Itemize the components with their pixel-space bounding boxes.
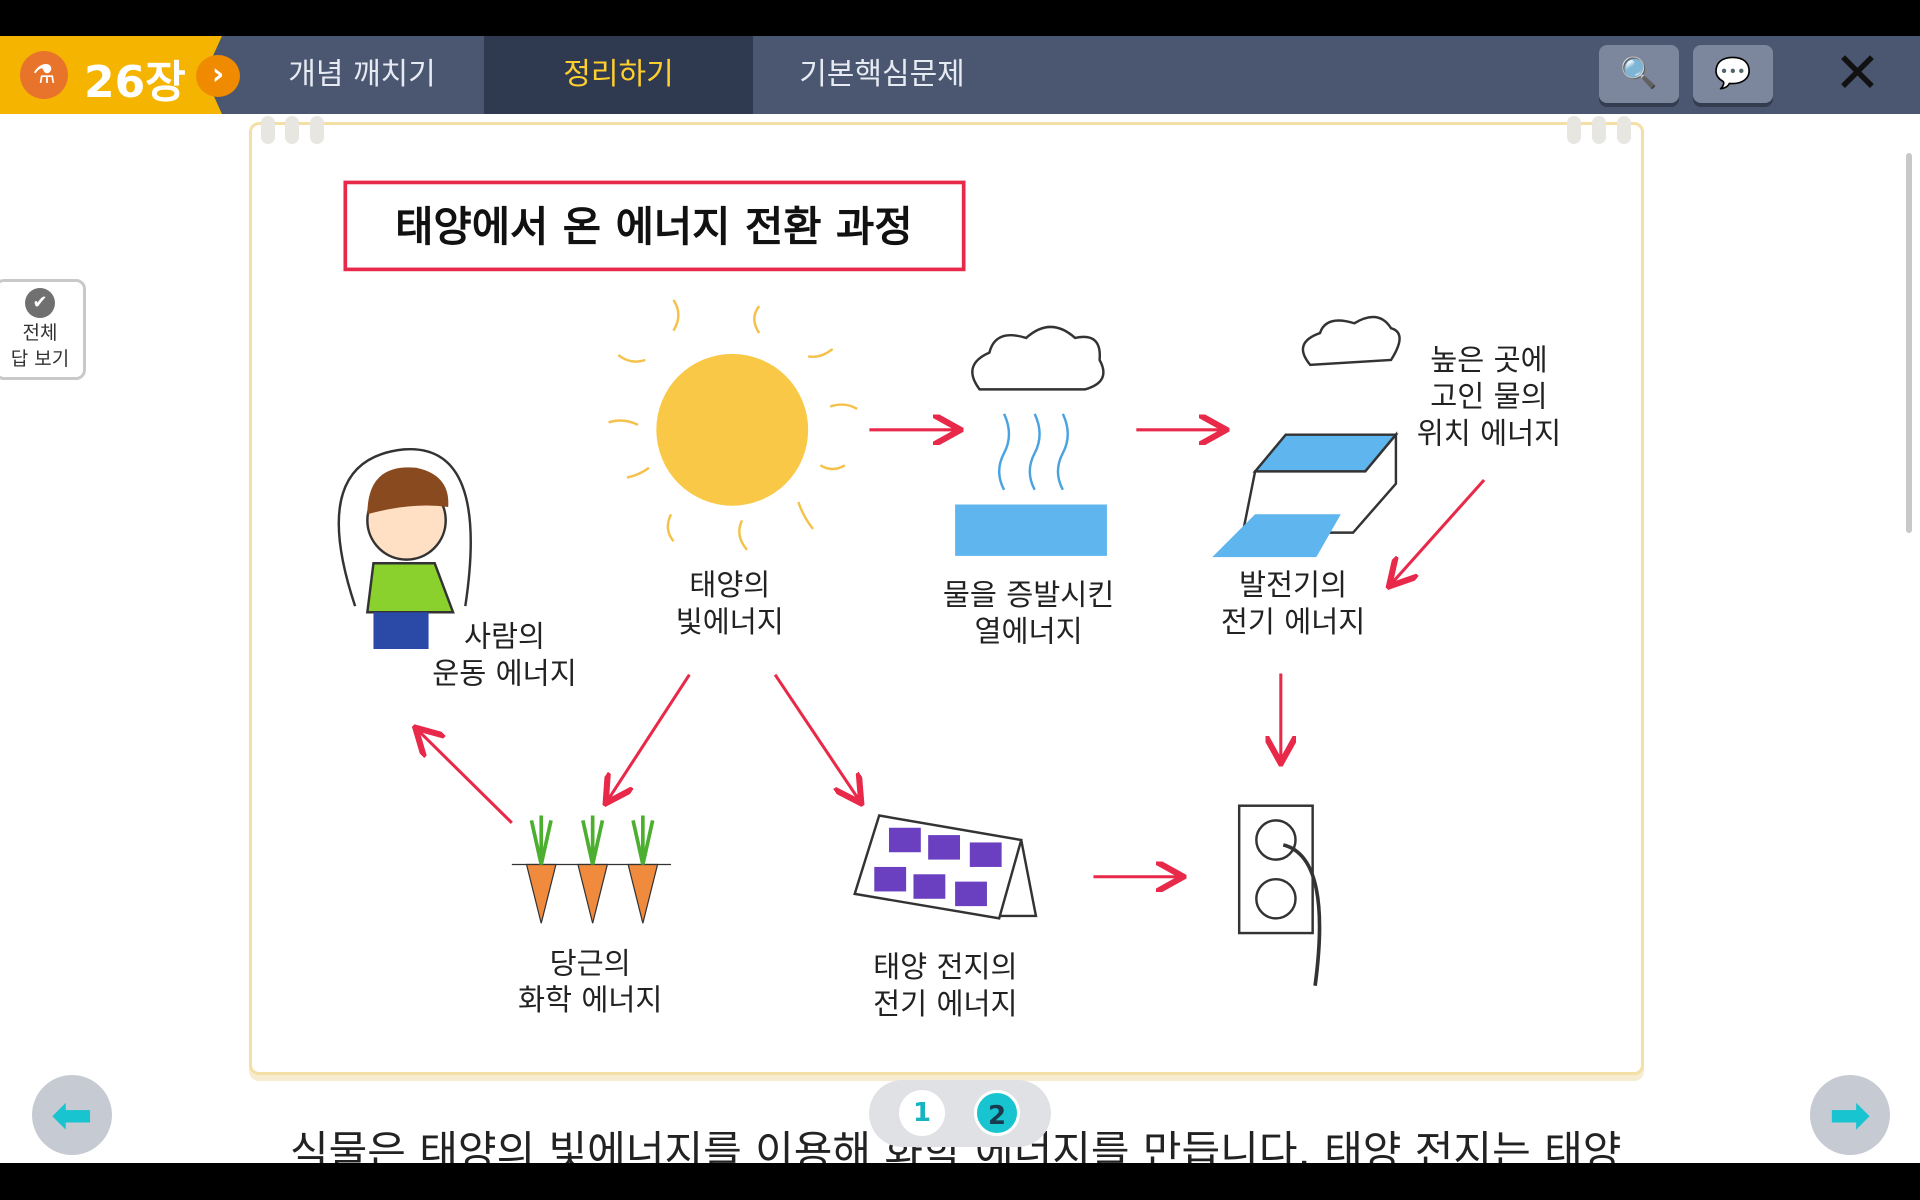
search-book-button[interactable]: 🔍 — [1599, 45, 1679, 103]
content-card — [249, 122, 1644, 1075]
scrollbar[interactable] — [1906, 153, 1912, 533]
binder-ring — [310, 116, 324, 144]
close-icon[interactable]: ✕ — [1834, 41, 1881, 106]
sun-icon — [608, 299, 858, 551]
flask-icon: ⚗ — [20, 51, 68, 99]
binder-ring — [1592, 116, 1606, 144]
show-all-label-2: 답 보기 — [10, 348, 70, 370]
bottom-bar — [0, 1163, 1920, 1200]
chapter-number: 26장 — [84, 57, 186, 108]
arrows — [418, 430, 1486, 877]
power-outlet-icon — [1237, 804, 1322, 986]
header: ⚗ 26장 › 개념 깨치기 정리하기 기본핵심문제 🔍 💬 ✕ — [0, 36, 1920, 114]
diagram-title: 태양에서 온 에너지 전환 과정 — [395, 202, 913, 251]
page-1-button[interactable]: 1 — [899, 1090, 945, 1136]
check-icon: ✔ — [25, 288, 55, 318]
tab-summary[interactable]: 정리하기 — [484, 36, 753, 114]
binder-ring — [285, 116, 299, 144]
page-2-button[interactable]: 2 — [974, 1090, 1020, 1136]
arrow-left-icon: ⬅ — [51, 1086, 93, 1144]
prev-page-button[interactable]: ⬅ — [32, 1075, 112, 1155]
arrow-right-icon: ➡ — [1829, 1086, 1871, 1144]
solar-panel-icon — [853, 814, 1038, 920]
dam-icon — [1212, 315, 1401, 558]
tab-concept[interactable]: 개념 깨치기 — [288, 57, 436, 92]
title-box — [343, 180, 966, 272]
status-bar — [0, 0, 1920, 36]
chapter-next-button[interactable]: › — [196, 55, 240, 97]
pager: 1 2 — [869, 1080, 1051, 1147]
binder-ring — [1617, 116, 1631, 144]
girl-jump-rope-icon — [337, 448, 472, 649]
chat-button[interactable]: 💬 — [1693, 45, 1773, 103]
show-all-label-1: 전체 — [22, 322, 58, 344]
binder-ring — [261, 116, 275, 144]
binder-ring — [1567, 116, 1581, 144]
search-book-icon: 🔍 — [1620, 56, 1658, 91]
chat-icon: 💬 — [1714, 56, 1752, 91]
carrots-icon — [511, 815, 672, 924]
show-all-answers-button[interactable]: ✔ 전체 답 보기 — [0, 279, 86, 380]
cloud-water-icon — [955, 325, 1107, 556]
next-page-button[interactable]: ➡ — [1810, 1075, 1890, 1155]
tab-core-problems[interactable]: 기본핵심문제 — [799, 57, 965, 92]
